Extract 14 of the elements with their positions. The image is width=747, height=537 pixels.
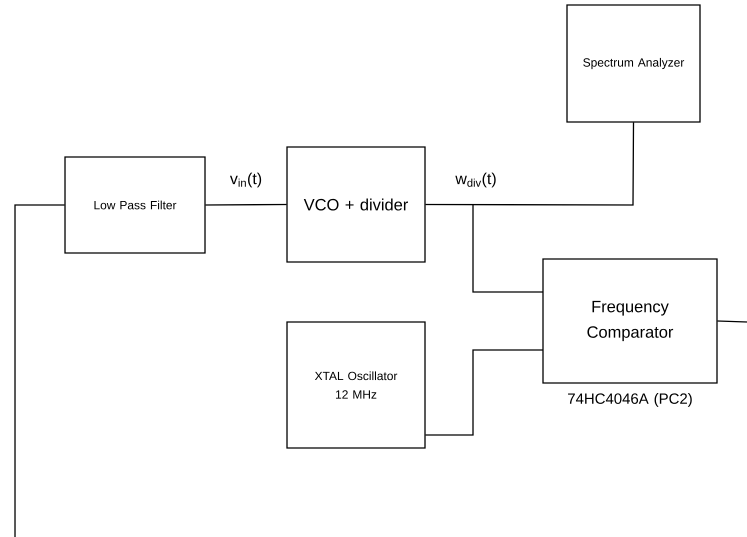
block-box: Low Pass Filter xyxy=(64,156,206,254)
connector-line xyxy=(206,204,286,206)
part-label: 74HC4046A (PC2) xyxy=(568,392,692,407)
signal-label: v$_{in}$(t) xyxy=(228,172,264,188)
block-box: Frequency Comparator xyxy=(542,258,718,384)
connector-line xyxy=(426,122,634,206)
connector-line xyxy=(472,204,543,293)
connector-line xyxy=(426,349,543,436)
block-box: VCO + divider xyxy=(286,146,426,263)
block-box: Spectrum Analyzer xyxy=(566,4,701,123)
signal-label: w$_{div}$(t) xyxy=(454,172,498,188)
block-box: XTAL Oscillator 12 MHz xyxy=(286,321,426,449)
connector-line xyxy=(718,320,747,323)
connector-line xyxy=(14,204,64,537)
